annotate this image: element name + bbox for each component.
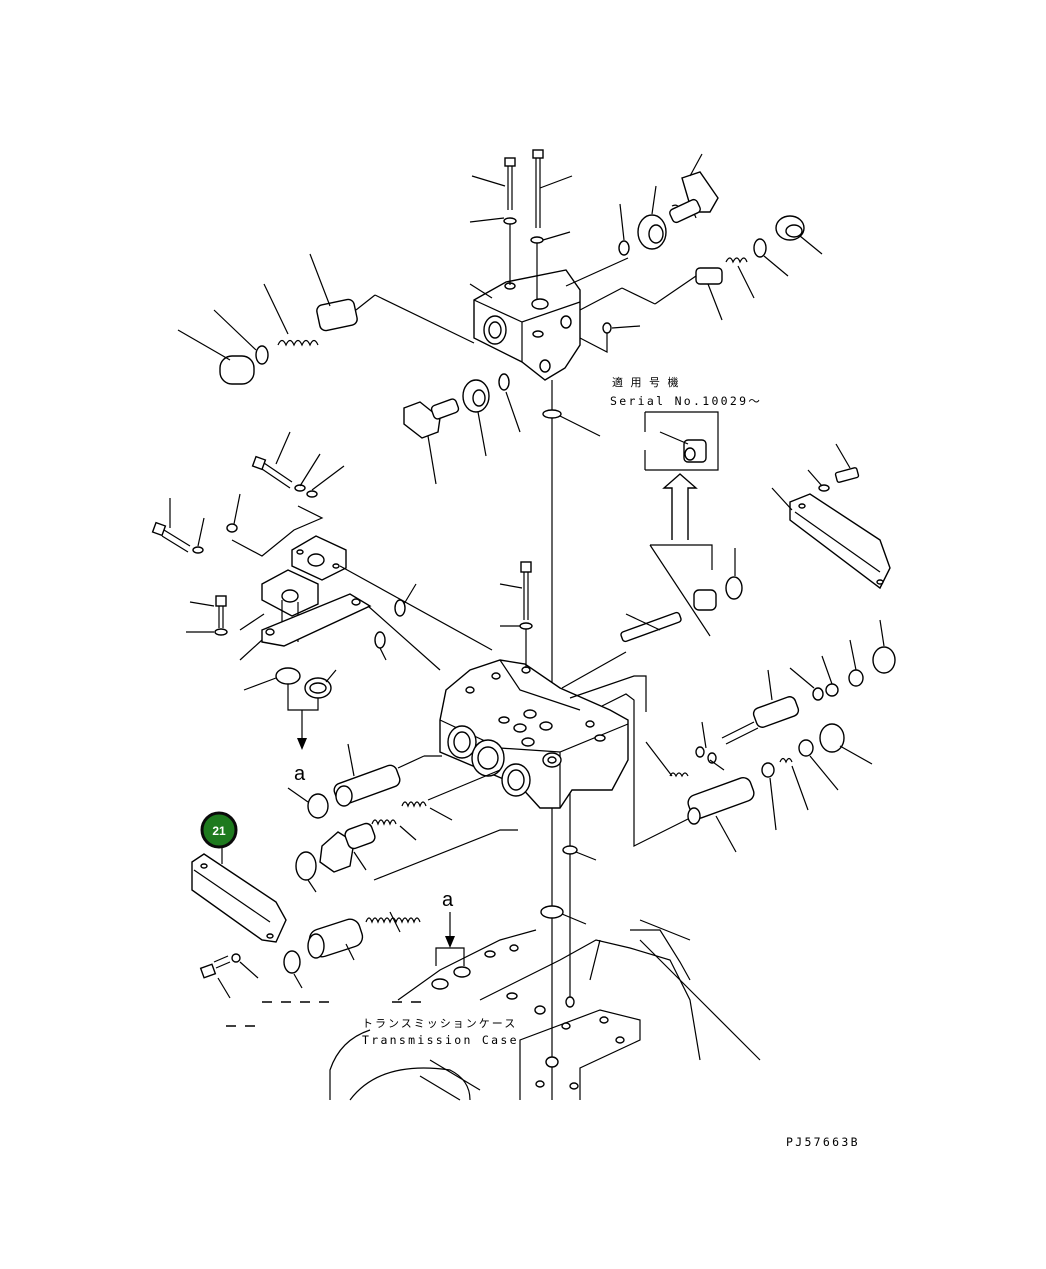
leader	[403, 583, 417, 605]
elbow-fitting-top	[669, 171, 719, 224]
o-ring	[819, 723, 845, 753]
top-bolts	[503, 149, 544, 300]
main-valve-body	[439, 659, 629, 809]
bolt-left-upper	[251, 431, 345, 498]
square-valve-left	[319, 822, 376, 873]
flow-marker-bottom: a	[442, 889, 454, 911]
spring	[725, 257, 748, 264]
spool-right-lower	[687, 776, 755, 853]
bleed-screw	[579, 322, 612, 353]
transmission-case-outline	[329, 919, 761, 1101]
assembly-line	[373, 829, 518, 881]
assembly-line	[601, 693, 691, 847]
serial-note-box	[644, 411, 719, 471]
valve-spool-right	[579, 267, 723, 311]
elbow-fitting-left	[403, 398, 460, 439]
o-ring	[283, 950, 301, 974]
bolt-plate-21	[199, 953, 259, 999]
bolt-left-small	[186, 595, 265, 661]
spool-left-upper	[333, 743, 442, 807]
top-valve-body	[473, 269, 581, 381]
badge-21-label: 21	[212, 824, 226, 838]
top-left-spool	[219, 294, 475, 385]
o-ring	[618, 240, 630, 256]
badge-21-circle[interactable]	[200, 811, 238, 849]
applicable-note-jp: 適 用 号 機	[612, 375, 681, 389]
leader	[307, 879, 317, 893]
o-ring	[753, 238, 767, 258]
flow-arrow-head	[445, 936, 455, 948]
nut-mid	[462, 379, 490, 413]
valve-small-right	[761, 739, 839, 831]
applicable-note-serial: Serial No.10029～	[610, 394, 762, 408]
flow-bracket	[435, 947, 465, 966]
o-ring	[542, 409, 562, 419]
flow-bracket	[287, 684, 319, 711]
leader	[325, 669, 337, 683]
spring-left-mid	[371, 769, 501, 841]
plug-right	[789, 639, 864, 701]
o-ring	[498, 373, 510, 391]
nut-top	[637, 214, 667, 250]
flow-arrow-head	[297, 738, 307, 750]
spring-long-left	[365, 911, 421, 933]
cover-plate-21	[191, 846, 287, 943]
o-ring	[872, 646, 896, 674]
leader	[561, 913, 587, 925]
assembly-line	[339, 565, 493, 651]
spring-small-mid	[645, 721, 725, 778]
leader	[293, 973, 303, 989]
o-ring	[295, 851, 317, 881]
bolt-left-lower	[151, 493, 241, 554]
plug-top-right	[775, 215, 805, 241]
flange-lower	[261, 569, 372, 647]
o-ring	[562, 845, 578, 855]
sleeve-left	[307, 918, 364, 961]
leader	[379, 647, 387, 661]
assembly-line	[569, 675, 647, 712]
o-ring	[540, 905, 564, 919]
cover-plate-right	[771, 443, 891, 590]
assembly-line	[367, 605, 441, 671]
leader-bracket	[231, 505, 324, 557]
flange-upper	[291, 535, 347, 581]
up-arrow	[662, 473, 698, 540]
spool-right-long	[561, 611, 682, 689]
drawing-code: PJ57663B	[786, 1135, 860, 1149]
transmission-case-jp: トランスミッションケース	[362, 1017, 517, 1030]
o-ring	[374, 631, 386, 649]
flow-marker-top: a	[294, 763, 306, 785]
leader	[287, 787, 309, 803]
o-ring	[394, 599, 406, 617]
leader	[243, 677, 277, 691]
spool-detail	[649, 544, 743, 637]
leader	[839, 745, 873, 765]
leader-lines-top	[177, 153, 823, 485]
spool-right-middle	[721, 669, 800, 745]
o-ring	[275, 667, 301, 685]
leader	[575, 851, 597, 861]
badge-21[interactable]: 21	[200, 811, 238, 849]
leader	[879, 619, 885, 647]
bolt-centre	[499, 561, 533, 668]
o-ring	[307, 793, 329, 819]
transmission-case-en: Transmission Case	[362, 1033, 519, 1047]
